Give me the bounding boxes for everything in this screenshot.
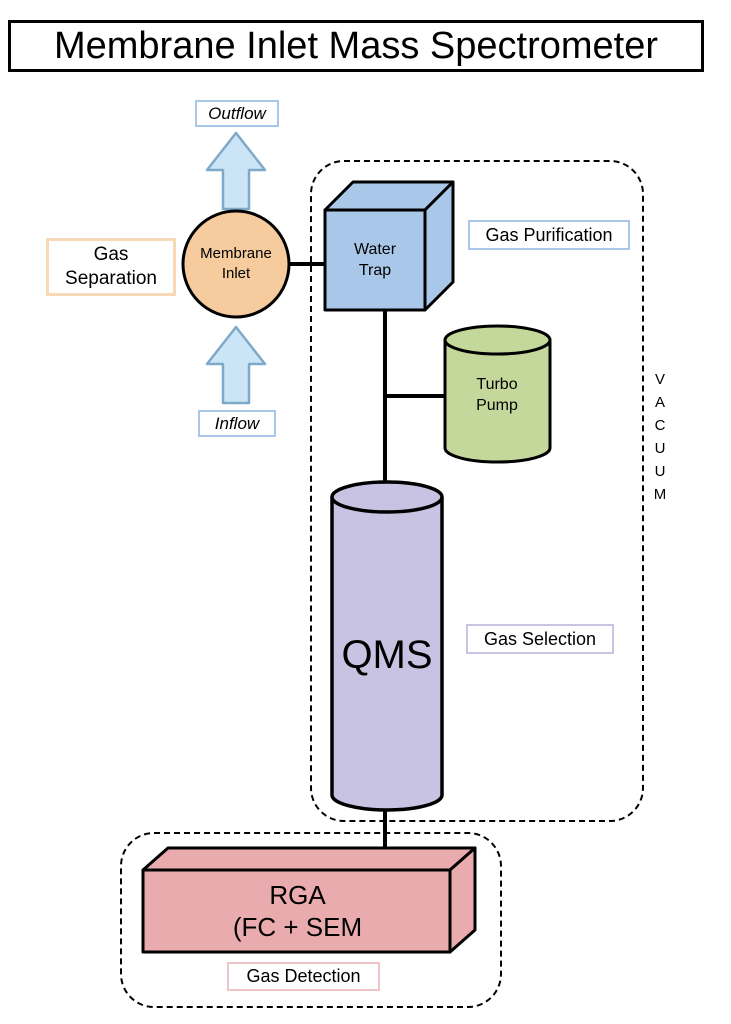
water-trap-front-face [323,208,427,312]
inflow-label: Inflow [198,410,276,437]
qms-body [330,497,444,812]
membrane-inlet-label: Membrane Inlet [200,245,272,282]
turbo-pump-top-rim [443,324,552,356]
qms-top-rim [330,480,444,514]
gas-detection-label: Gas Detection [227,962,380,991]
rga-box [141,846,477,954]
page-title: Membrane Inlet Mass Spectrometer [8,20,704,72]
gas-detection-dashed-region [120,832,502,1008]
outflow-arrow [205,131,267,211]
qms-label: QMS [341,632,433,677]
gas-purification-label: Gas Purification [468,220,630,250]
vacuum-label: V A C U U M [653,371,667,503]
membrane-inlet-circle [181,209,291,319]
outflow-label: Outflow [195,100,279,127]
rga-front-face [141,868,452,954]
rga-label: RGA (FC + SEM [232,880,363,942]
water-trap-box [323,180,455,312]
rga-top-face [141,846,477,872]
vacuum-dashed-region [310,160,644,822]
qms-cylinder [330,480,444,812]
inflow-arrow [205,325,267,405]
gas-selection-label: Gas Selection [466,624,614,654]
turbo-pump-cylinder [443,324,552,464]
water-trap-label: Water Trap [353,241,397,279]
turbo-pump-body [443,340,552,464]
turbo-pump-label: Turbo Pump [476,376,518,414]
gas-separation-label: Gas Separation [46,238,176,296]
